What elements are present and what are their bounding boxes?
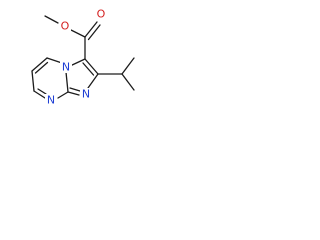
atom-n-bridgehead: N <box>62 61 70 74</box>
atom-o-carbonyl: O <box>97 8 106 21</box>
bond-c6-c7 <box>31 70 35 92</box>
bond-n4-c5 <box>46 57 63 64</box>
bond-ch-me2 <box>121 73 135 91</box>
atom-label-carbonyl-oxygen: O <box>95 8 107 21</box>
bond-c3-c2 <box>84 58 99 75</box>
molecule-drawing: O O N N N <box>31 8 135 107</box>
bond-carbonyl-double-2 <box>87 24 101 41</box>
bond-c5-c6 <box>31 57 48 72</box>
bond-n1-c8a <box>67 91 80 96</box>
bond-methyl-o <box>44 15 59 24</box>
bond-o-carbonyl <box>70 29 86 38</box>
bond-c3-c2-double <box>82 62 95 76</box>
bond-c7-n8 <box>33 90 46 99</box>
atom-n-imidazole: N <box>82 88 90 101</box>
atom-n-pyrimidine: N <box>47 94 55 107</box>
bond-c5-c6-double <box>34 61 49 74</box>
bond-c8a-n4 <box>65 71 69 93</box>
atom-label-imidazole-nitrogen: N <box>80 88 92 101</box>
atom-label-ester-oxygen: O <box>59 20 71 33</box>
bond-c7-n8-double <box>37 88 47 95</box>
atom-o-ester: O <box>61 20 70 33</box>
bond-n8-c8a <box>57 91 69 99</box>
bond-c3-n4 <box>69 58 86 67</box>
bonds <box>31 15 135 99</box>
bond-ch-me1 <box>121 57 135 75</box>
structure-diagram: O O N N N <box>0 0 184 135</box>
bond-n1-c8a-double <box>69 87 81 92</box>
atom-label-pyrimidine-nitrogen: N <box>45 94 57 107</box>
bond-c2-n1 <box>87 73 99 89</box>
bond-carbonyl-double-1 <box>84 21 98 38</box>
atom-label-bridgehead-nitrogen: N <box>60 61 72 74</box>
